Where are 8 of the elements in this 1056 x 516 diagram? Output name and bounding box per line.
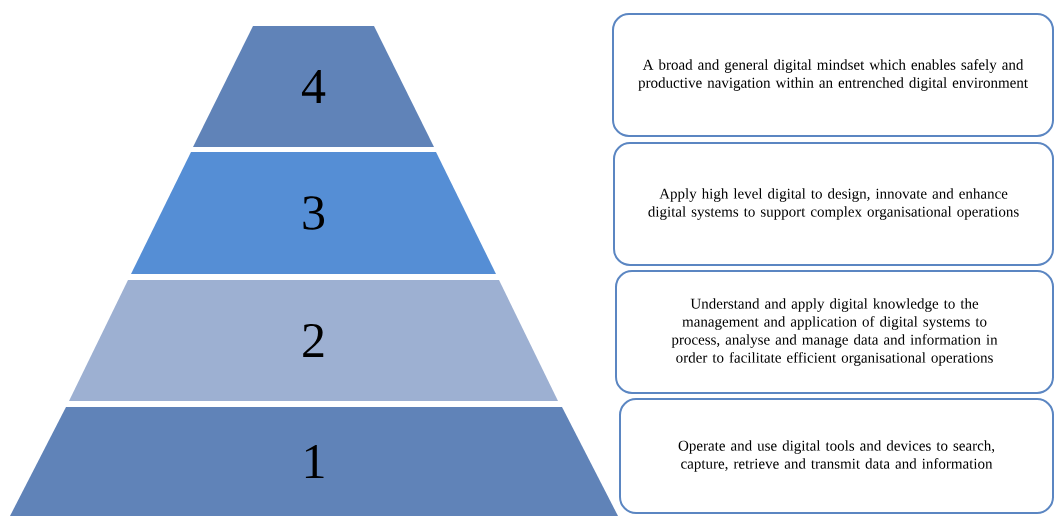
description-box: Apply high level digital to design, innovate and enhance digital systems to support complex organisational operations xyxy=(613,142,1054,266)
pyramid-tier: 1 xyxy=(10,407,618,516)
pyramid-tier: 4 xyxy=(193,26,434,147)
description-box: Operate and use digital tools and devices to search, capture, retrieve and transmit data and information xyxy=(619,398,1054,514)
pyramid-tier: 3 xyxy=(131,152,496,274)
description-box: A broad and general digital mindset which enables safely and productive navigation within an entrenched digital environment xyxy=(612,13,1054,137)
pyramid-tier: 2 xyxy=(69,280,558,401)
description-box: Understand and apply digital knowledge to the management and application of digital systems to process, analyse and manage data and information in order to facilitate efficient organisational operations xyxy=(615,270,1054,394)
